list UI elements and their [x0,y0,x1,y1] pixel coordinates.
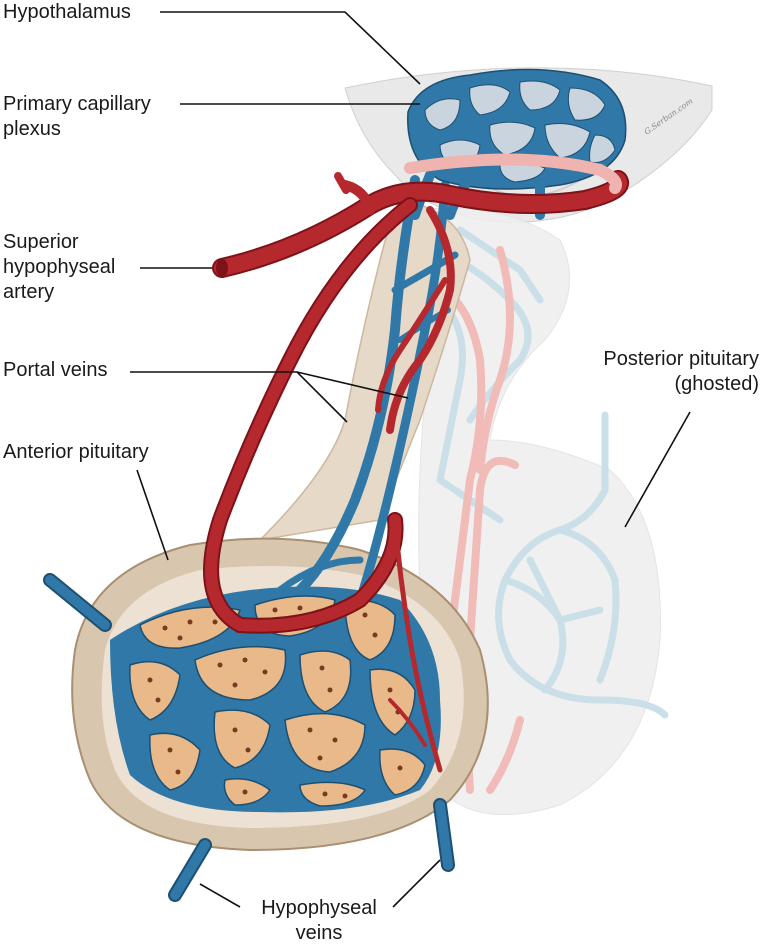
label-superior-hypophyseal-artery: Superior hypophyseal artery [3,230,115,305]
leader-lines [130,11,691,908]
portal-veins [276,175,459,605]
label-sha-line3: artery [3,281,55,303]
label-hypophyseal-veins: Hypophyseal veins [244,896,394,946]
label-sha-line2: hypophyseal [3,256,116,278]
label-anterior-pituitary: Anterior pituitary [3,441,149,463]
label-hypothalamus: Hypothalamus [3,1,131,23]
label-hypo-veins-line2: veins [295,922,343,944]
superior-hypophyseal-artery [203,153,629,773]
label-posterior-pituitary: Posterior pituitary (ghosted) [603,347,759,397]
label-hypo-veins-line1: Hypophyseal [261,897,377,919]
label-primary-plexus-line2: plexus [3,118,61,140]
label-posterior-line2: (ghosted) [674,373,760,395]
label-sha-line1: Superior [3,231,79,253]
label-primary-plexus-line1: Primary capillary [3,93,151,115]
label-portal-veins: Portal veins [3,359,108,381]
hypophyseal-veins [43,573,455,902]
label-primary-capillary-plexus: Primary capillary plexus [3,92,151,142]
label-posterior-line1: Posterior pituitary [603,348,759,370]
